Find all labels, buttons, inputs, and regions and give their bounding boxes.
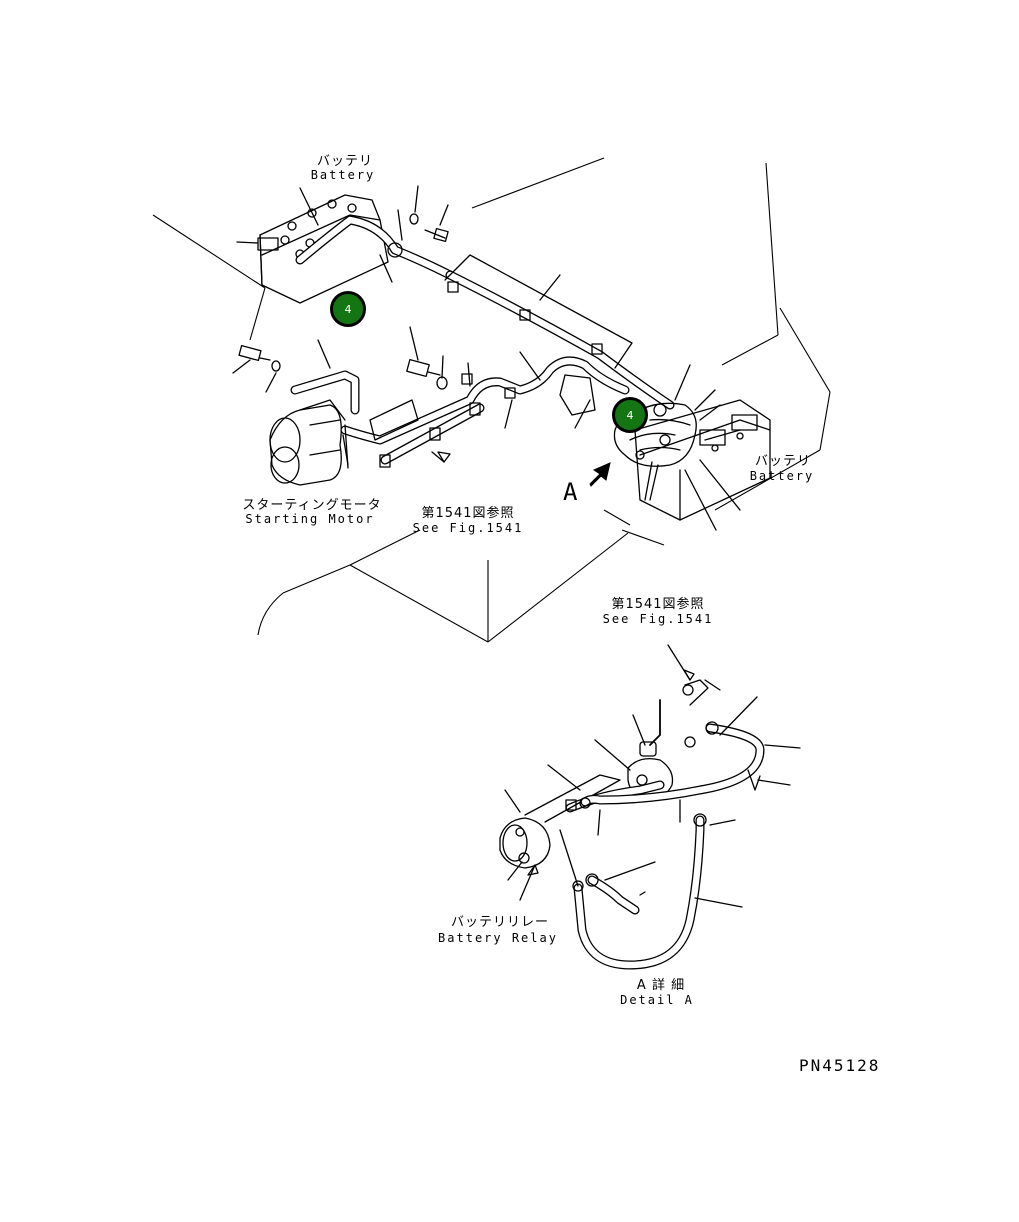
battery-relay-label-jp: バッテリリレー: [450, 915, 550, 930]
detail-a: [499, 644, 801, 970]
battery-top-left: [236, 185, 455, 304]
detail-title-jp: A 詳 細: [636, 978, 686, 993]
view-arrow: [589, 462, 611, 487]
part-number: PN45128: [799, 1056, 881, 1075]
starting-motor-label-en: Starting Motor: [245, 512, 375, 526]
battery-right: [613, 364, 771, 531]
middle-harness: [340, 351, 630, 469]
detail-title-en: Detail A: [620, 993, 694, 1007]
see-fig-top-jp: 第1541図参照: [421, 506, 515, 521]
see-fig-top-en: See Fig.1541: [412, 521, 524, 535]
starting-motor-label-jp: スターティングモータ: [242, 498, 382, 513]
see-fig-detail-jp: 第1541図参照: [611, 597, 705, 612]
middle-bolts: [406, 326, 471, 390]
battery-right-label-jp: バッテリ: [754, 454, 812, 469]
frame-outline: [152, 157, 831, 643]
main-harness: [444, 254, 675, 410]
callout-4-right[interactable]: 4: [612, 397, 648, 433]
view-letter: A: [563, 478, 578, 506]
callout-4-top[interactable]: 4: [330, 291, 366, 327]
battery-top-label-jp: バッテリ: [316, 154, 374, 169]
starting-motor: [232, 339, 360, 486]
see-fig-detail-en: See Fig.1541: [602, 612, 714, 626]
battery-relay-label-en: Battery Relay: [438, 931, 558, 945]
battery-top-label-en: Battery: [310, 168, 376, 182]
battery-right-label-en: Battery: [749, 469, 815, 483]
